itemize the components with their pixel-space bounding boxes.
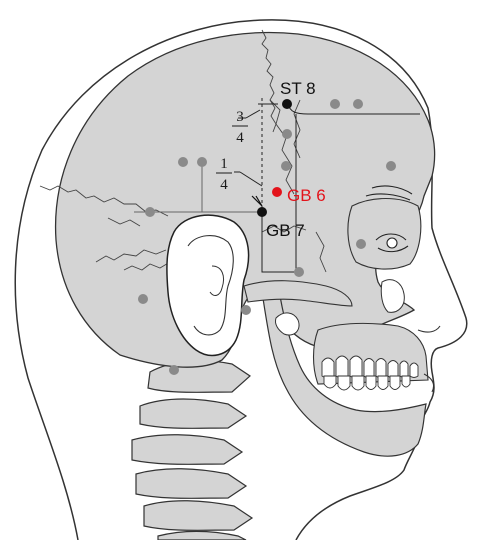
st8-point [282, 99, 292, 109]
fraction-upper-numerator: 3 [236, 109, 244, 125]
gb7-label: GB 7 [266, 221, 305, 240]
point-gray [356, 239, 366, 249]
fraction-upper: 3 4 [232, 109, 248, 146]
point-gray [330, 99, 340, 109]
point-gray [281, 161, 291, 171]
point-gray [353, 99, 363, 109]
fraction-lower-numerator: 1 [220, 156, 228, 172]
point-gray [178, 157, 188, 167]
point-gray [294, 267, 304, 277]
point-gray [282, 129, 292, 139]
cervical-spine [131, 360, 254, 540]
point-gray [386, 161, 396, 171]
gb6-point [272, 187, 282, 197]
gb6-label: GB 6 [287, 186, 326, 205]
teeth [321, 355, 419, 391]
nose-lips [417, 325, 441, 393]
orbit-outline [347, 198, 422, 270]
fraction-upper-denominator: 4 [236, 130, 244, 146]
fraction-lower: 1 4 [216, 156, 232, 193]
point-gray [169, 365, 179, 375]
ear [166, 214, 250, 357]
st8-label: ST 8 [280, 79, 316, 98]
zygomatic-arch [243, 280, 353, 307]
mandibular-notch [275, 312, 300, 336]
point-gray [241, 305, 251, 315]
point-gray [197, 157, 207, 167]
point-gray [145, 207, 155, 217]
eye [365, 185, 413, 253]
nasal-cavity [380, 279, 405, 313]
gb7-point [257, 207, 267, 217]
fraction-lower-denominator: 4 [220, 177, 228, 193]
mandible [261, 291, 427, 457]
point-gray [138, 294, 148, 304]
acupoints-gray [138, 99, 396, 375]
